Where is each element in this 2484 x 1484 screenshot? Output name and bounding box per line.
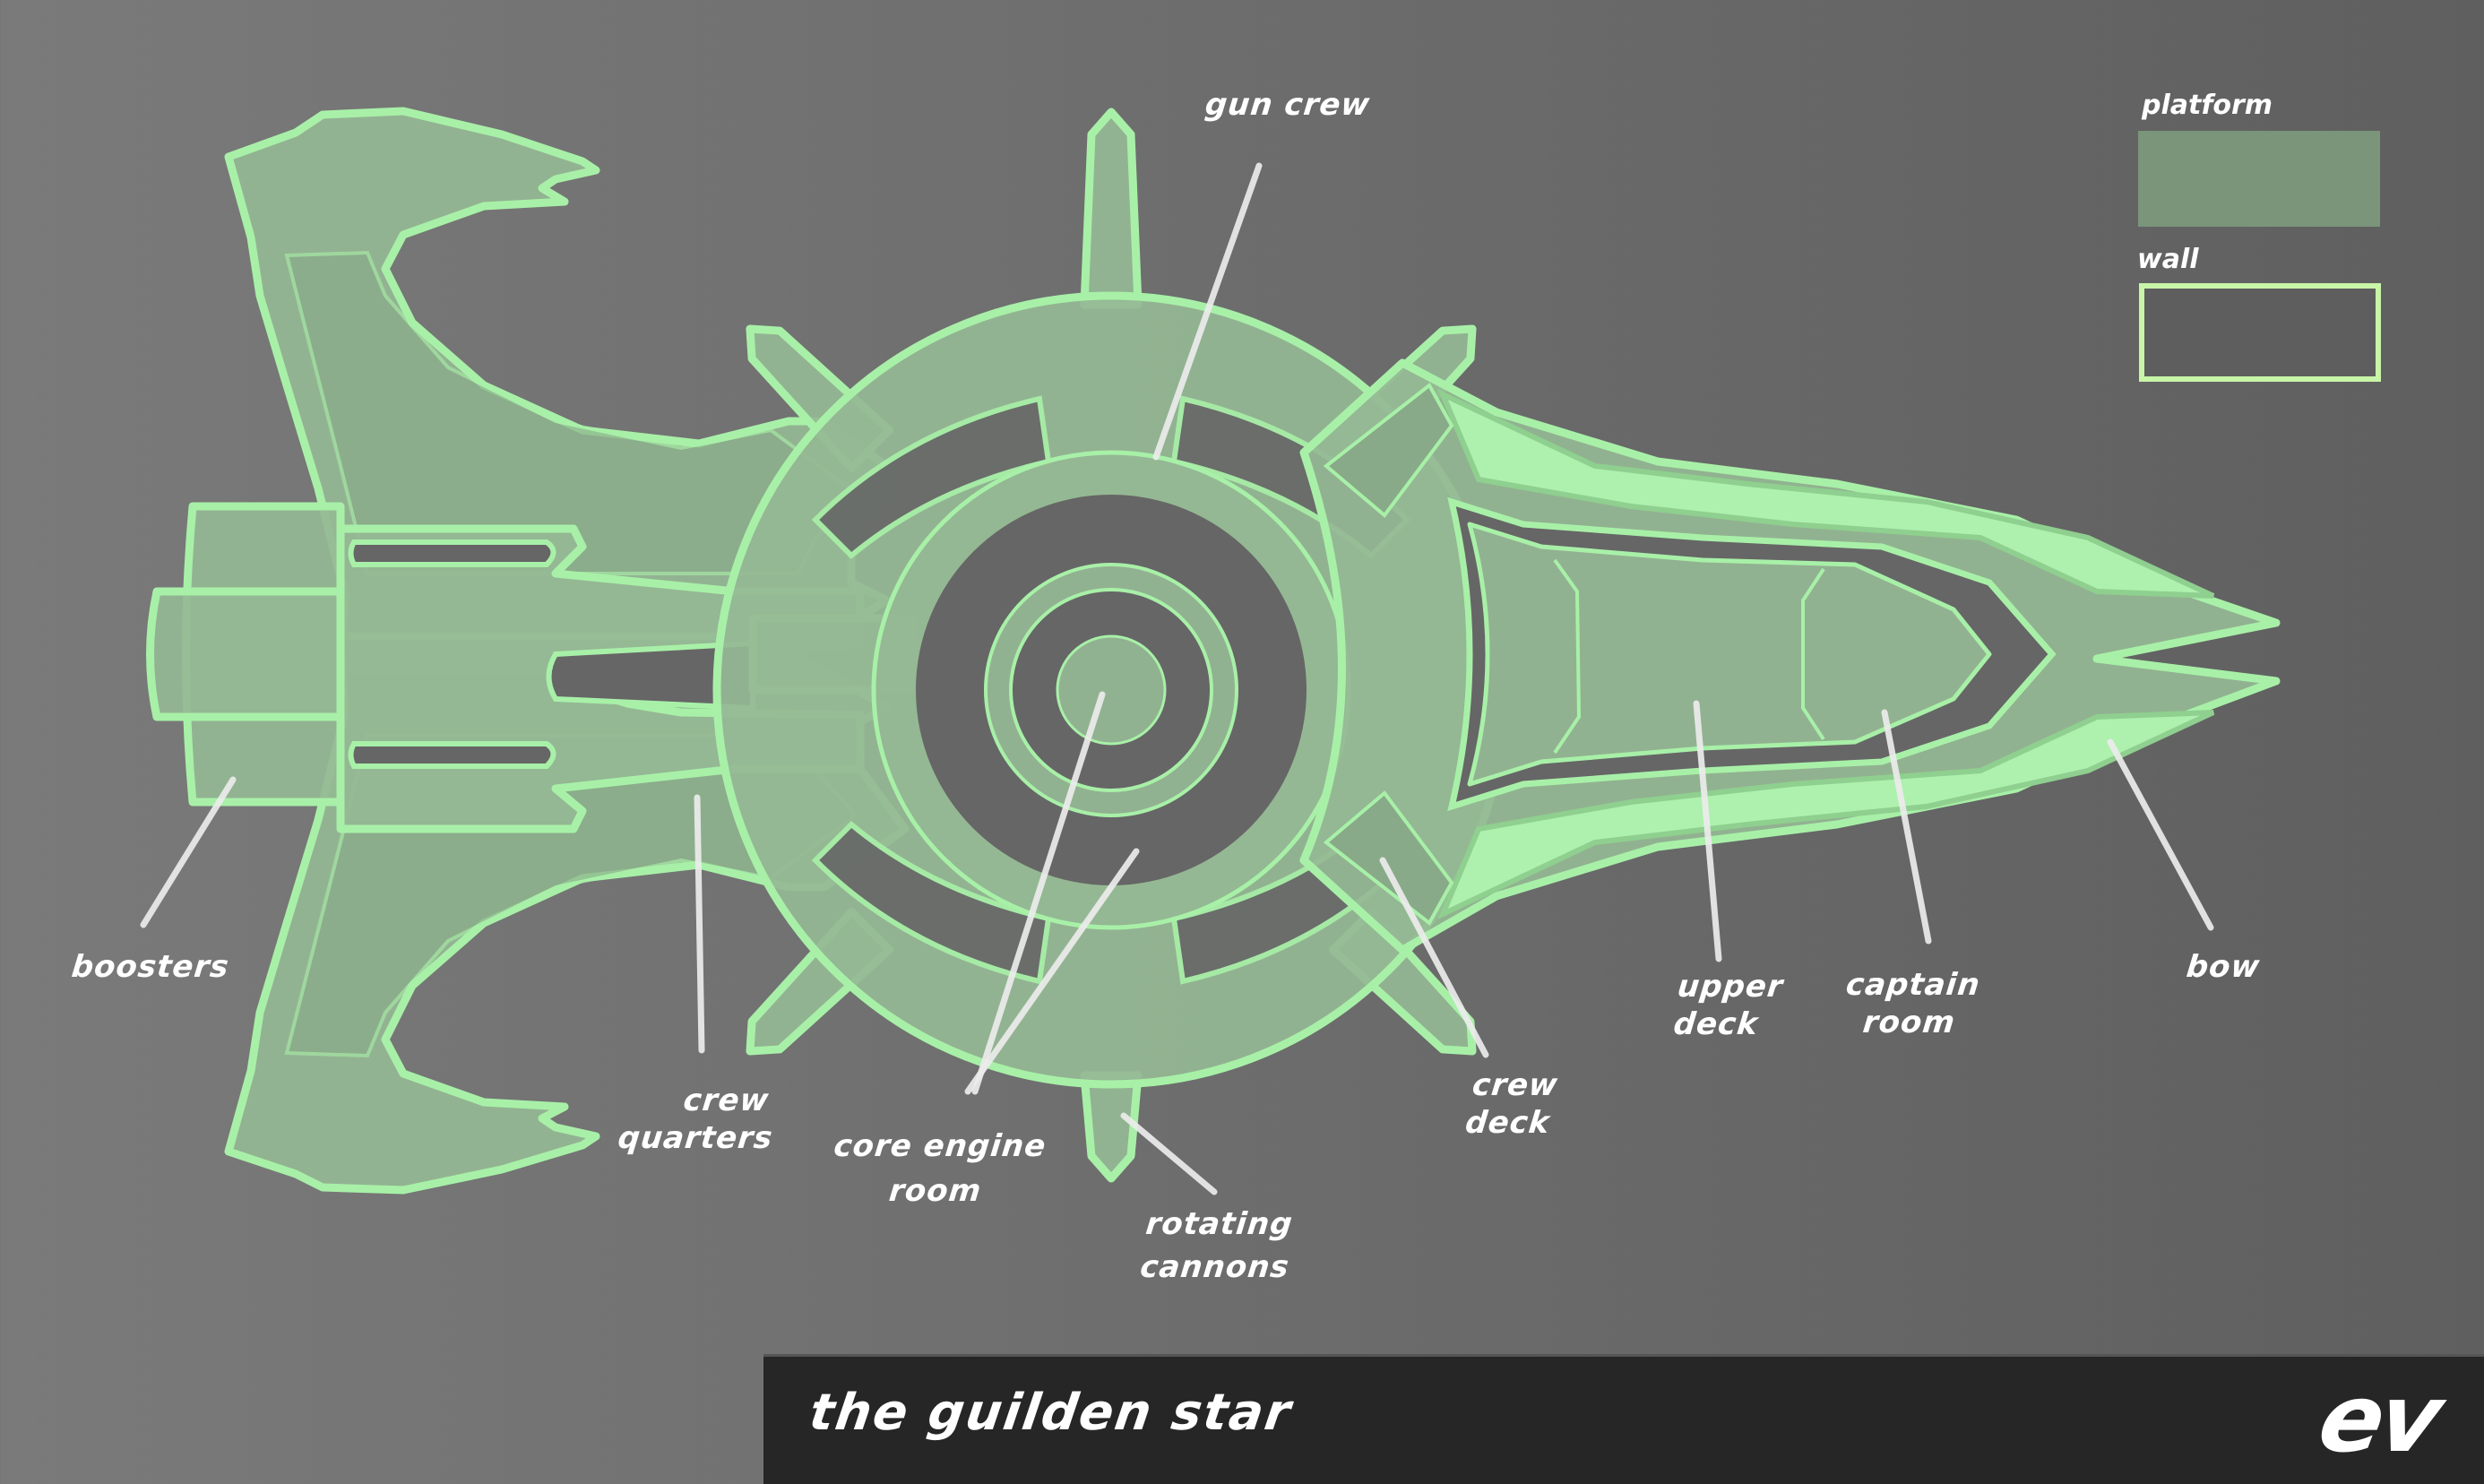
crew-deck-bottom <box>1323 790 1454 927</box>
leader-core-engine-a <box>971 691 1106 1095</box>
label-boosters: boosters <box>69 949 231 985</box>
label-upper-deck-line1: upper <box>1676 969 1786 1005</box>
leader-rotating-cannons <box>1120 1112 1218 1195</box>
lower-slot <box>348 741 556 769</box>
leader-crew-quarters <box>694 794 705 1054</box>
ring-slot-bottom-left <box>811 820 1052 985</box>
label-captain-room-line1: captain <box>1844 967 1982 1003</box>
label-crew-quarters-line2: quarters <box>616 1120 775 1156</box>
leader-captain-room <box>1881 709 1932 945</box>
diagram-title: the guilden star <box>806 1384 1296 1442</box>
label-rotating-cannons: rotating cannons <box>1138 1205 1296 1286</box>
label-core-engine-room: core engine room <box>827 1127 1048 1210</box>
legend-platform-swatch <box>2138 131 2380 227</box>
cannon-s <box>1080 1071 1143 1183</box>
upper-deck-divider <box>1553 558 1582 755</box>
label-captain-room: captain room <box>1841 966 1982 1041</box>
label-crew-quarters: crew quarters <box>617 1082 779 1157</box>
core-engine <box>1056 634 1167 746</box>
crew-deck-top <box>1323 382 1454 518</box>
leader-gun-crew <box>1152 162 1263 461</box>
label-captain-room-line2: room <box>1860 1005 1958 1040</box>
booster-inner <box>146 587 345 721</box>
title-bar: the guilden star ev <box>763 1354 2484 1484</box>
boosters <box>146 502 345 807</box>
legend-platform-label: platform <box>2142 90 2273 121</box>
forward-hull <box>1299 358 2281 954</box>
cannon-n <box>1080 108 1143 309</box>
bow-upper-hull <box>1437 388 2215 599</box>
leader-bow <box>2107 738 2214 931</box>
label-upper-deck-line2: deck <box>1671 1006 1761 1042</box>
leader-crew-deck <box>1379 857 1489 1058</box>
label-core-engine-line2: room <box>887 1173 984 1209</box>
studio-logo: ev <box>2310 1364 2447 1473</box>
legend-wall-swatch <box>2139 283 2381 382</box>
leader-lines <box>140 162 2214 1195</box>
upper-deck <box>1467 522 1992 787</box>
label-crew-deck-line1: crew <box>1471 1067 1560 1103</box>
rotating-cannons <box>712 108 1510 1183</box>
label-crew-deck: crew deck <box>1460 1066 1560 1142</box>
label-rotating-cannons-line2: cannons <box>1138 1249 1291 1285</box>
leader-upper-deck <box>1693 700 1722 962</box>
label-rotating-cannons-line1: rotating <box>1143 1206 1295 1242</box>
label-gun-crew: gun crew <box>1203 87 1373 123</box>
label-upper-deck: upper deck <box>1672 968 1786 1043</box>
label-core-engine-line1: core engine <box>832 1128 1048 1164</box>
leader-boosters <box>140 776 237 928</box>
legend-wall-label: wall <box>2137 244 2199 275</box>
leader-core-engine-b <box>964 848 1140 1095</box>
upper-slot <box>348 539 556 567</box>
captain-room-divider <box>1801 567 1825 741</box>
bow-lower-hull <box>1437 710 2215 920</box>
label-bow: bow <box>2184 949 2263 985</box>
label-crew-deck-line2: deck <box>1463 1105 1552 1141</box>
label-crew-quarters-line1: crew <box>681 1083 772 1118</box>
ring-slot-top-left <box>811 395 1052 560</box>
